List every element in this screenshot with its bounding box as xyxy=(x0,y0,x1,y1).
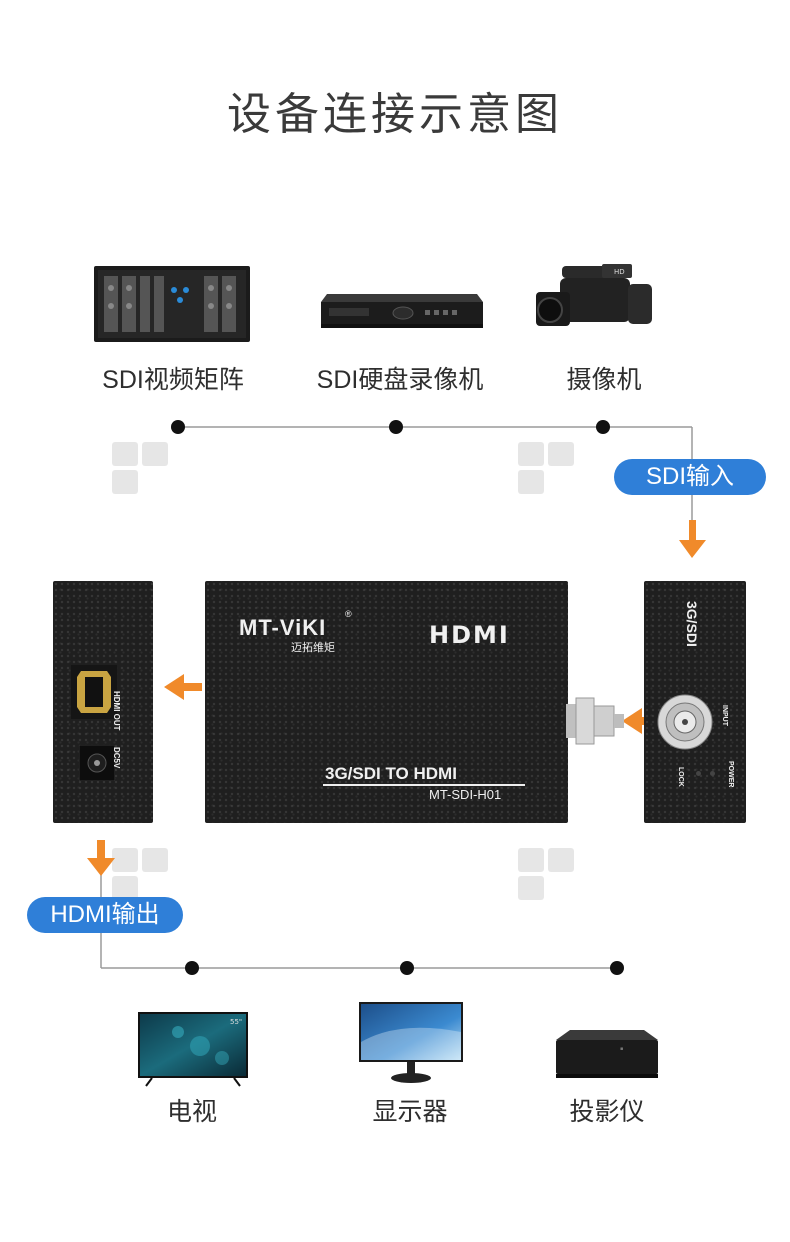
sdi-header-text: 3G/SDI xyxy=(684,601,700,647)
hdmi-output-panel: HDMI OUT DC5V xyxy=(53,581,153,823)
output-label-tv: 电视 xyxy=(166,1098,217,1126)
watermark-logo xyxy=(112,442,574,900)
dvr-icon xyxy=(321,294,483,328)
source-dot-2 xyxy=(389,420,403,434)
sdi-input-badge: SDI输入 xyxy=(614,459,766,495)
output-label-projector: 投影仪 xyxy=(569,1098,645,1126)
svg-text:▪: ▪ xyxy=(620,1046,623,1052)
svg-text:55": 55" xyxy=(230,1018,242,1026)
monitor-icon xyxy=(359,1002,463,1083)
projector-icon: ▪ xyxy=(556,1030,658,1078)
bnc-connector-icon xyxy=(566,697,624,745)
svg-text:HD: HD xyxy=(614,268,625,276)
sdi-hdmi-converter: MT-ViKI ® 迈拓维矩 HDMI 3G/SDI TO HDMI MT-SD… xyxy=(205,581,568,823)
brand-cn: 迈拓维矩 xyxy=(291,642,335,654)
hdmi-port-icon xyxy=(71,665,117,719)
lock-text: LOCK xyxy=(677,767,684,787)
sdi-input-panel: 3G/SDI INPUT LOCK POWER xyxy=(644,581,746,823)
brand-logo: MT-ViKI xyxy=(239,615,327,640)
hdmi-logo: HDMI xyxy=(429,621,510,649)
hdmi-out-text: HDMI OUT xyxy=(112,691,121,731)
input-text: INPUT xyxy=(721,705,728,726)
source-label-dvr: SDI硬盘录像机 xyxy=(316,366,484,394)
input-arrow-icon xyxy=(679,540,706,558)
output-dot-2 xyxy=(400,961,414,975)
sdi-in-arrow-icon xyxy=(622,708,642,734)
tv-icon: 55" xyxy=(138,1012,248,1087)
power-led xyxy=(710,771,715,776)
video-matrix-icon xyxy=(94,266,250,342)
source-label-matrix: SDI视频矩阵 xyxy=(102,366,244,394)
output-arrow-icon xyxy=(87,858,115,876)
dc-label: DC5V xyxy=(112,747,121,769)
output-dot-1 xyxy=(185,961,199,975)
source-dot-3 xyxy=(596,420,610,434)
page-title: 设备连接示意图 xyxy=(227,90,563,139)
hdmi-output-badge: HDMI输出 xyxy=(27,897,183,933)
dc-jack-icon xyxy=(79,745,115,781)
lock-led xyxy=(696,771,701,776)
model-line: 3G/SDI TO HDMI xyxy=(325,764,457,783)
output-label-monitor: 显示器 xyxy=(372,1098,448,1126)
model-number: MT-SDI-H01 xyxy=(429,787,502,802)
output-dot-3 xyxy=(610,961,624,975)
bnc-input-port-icon xyxy=(657,694,713,750)
power-text: POWER xyxy=(727,761,734,788)
source-label-camcorder: 摄像机 xyxy=(566,366,642,394)
hdmi-out-arrow-icon xyxy=(164,674,184,700)
source-dot-1 xyxy=(171,420,185,434)
camcorder-icon: HD xyxy=(536,264,652,326)
